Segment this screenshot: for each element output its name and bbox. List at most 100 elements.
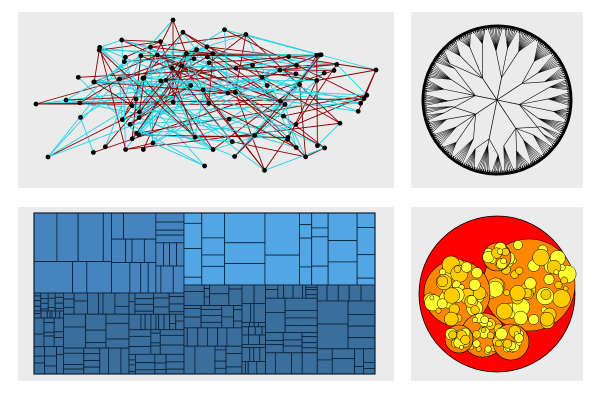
- treemap-cell: [257, 322, 266, 328]
- tree-leaf-link: [433, 61, 455, 69]
- tree-leaf-link: [538, 118, 567, 127]
- tree-leaf-link: [507, 27, 511, 49]
- treemap-cell: [327, 261, 358, 286]
- tree-leaf-link: [541, 126, 562, 138]
- tree-leaf-link: [492, 26, 497, 52]
- treemap-cell: [356, 212, 376, 228]
- tree-leaf-link: [516, 150, 528, 168]
- tree-leaf-link: [470, 148, 476, 170]
- treemap-cell: [248, 326, 256, 336]
- tree-branch: [451, 106, 476, 115]
- secondary-edge: [79, 61, 125, 104]
- graph-node: [78, 114, 83, 120]
- graph-node: [202, 163, 207, 169]
- treemap-cell: [129, 262, 142, 294]
- treemap-cell: [241, 284, 255, 305]
- graph-node: [205, 54, 210, 60]
- tree-leaf-link: [507, 27, 513, 49]
- treemap-cell: [40, 302, 49, 310]
- network-edges: [35, 19, 377, 171]
- treemap-cell: [183, 212, 203, 224]
- secondary-edge: [261, 77, 359, 112]
- tree-leaf-link: [459, 138, 474, 165]
- treemap-cell: [292, 284, 303, 299]
- treemap-cell: [224, 263, 266, 286]
- graph-node: [129, 103, 135, 109]
- treemap-cell: [241, 303, 251, 323]
- tree-leaf-link: [425, 112, 445, 120]
- tree-leaf-link: [475, 28, 483, 44]
- pack-leaf-circle: [435, 307, 442, 314]
- treemap-cell: [197, 327, 208, 347]
- pack-leaf-circle: [524, 277, 537, 290]
- tree-leaf-link: [423, 93, 449, 102]
- network-graph: [33, 17, 379, 173]
- tree-leaf-link: [495, 26, 504, 52]
- treemap-cell: [249, 347, 255, 362]
- tree-branch: [475, 138, 490, 150]
- treemap-panel: [18, 207, 394, 381]
- graph-node: [229, 139, 235, 145]
- tree-leaf-link: [549, 86, 571, 89]
- tree-leaf-link: [523, 139, 538, 163]
- treemap-cell: [154, 353, 167, 364]
- tree-branch: [495, 50, 502, 78]
- tree-leaf-link: [432, 126, 457, 138]
- graph-node: [318, 52, 324, 58]
- circle-packing-panel: [411, 207, 583, 381]
- secondary-edge: [80, 117, 94, 153]
- pack-leaf-circle: [480, 327, 487, 333]
- treemap-cell: [159, 334, 185, 346]
- tree-leaf-link: [549, 82, 570, 88]
- tree-leaf-link: [427, 73, 452, 80]
- treemap-cell: [265, 352, 276, 375]
- treemap-cell: [259, 334, 266, 345]
- treemap-cell: [311, 212, 329, 229]
- tree-leaf-link: [534, 50, 553, 62]
- tree-leaf-link: [549, 84, 570, 88]
- pack-leaf-circle: [513, 240, 523, 250]
- treemap-cell: [125, 238, 133, 263]
- graph-node: [45, 154, 51, 160]
- tree-leaf-link: [482, 27, 484, 44]
- graph-node: [210, 147, 216, 152]
- treemap-cell: [135, 362, 156, 371]
- tree-leaf-link: [553, 111, 570, 116]
- treemap-cell: [248, 334, 261, 345]
- tree-branch: [443, 88, 476, 96]
- graph-node: [293, 122, 299, 127]
- tree-branch: [519, 104, 539, 119]
- tree-leaf-link: [532, 134, 551, 152]
- treemap-cell: [214, 345, 227, 351]
- treemap-cell: [301, 347, 318, 354]
- tree-leaf-link: [453, 138, 474, 161]
- tree-leaf-link: [518, 30, 524, 52]
- tree-leaf-link: [454, 138, 474, 162]
- secondary-edge: [228, 73, 297, 120]
- treemap-cell: [311, 236, 329, 267]
- tree-leaf-link: [423, 106, 452, 108]
- graph-node: [170, 17, 176, 23]
- tree-leaf-link: [423, 88, 444, 90]
- treemap-cell: [40, 298, 49, 304]
- treemap-cell: [33, 362, 46, 375]
- graph-node: [191, 56, 197, 62]
- tree-leaf-link: [523, 139, 544, 158]
- treemap-cell: [311, 227, 329, 238]
- treemap-cell: [63, 313, 87, 328]
- secondary-edge: [35, 85, 191, 105]
- treemap-cell: [327, 240, 358, 263]
- tree-leaf-link: [549, 86, 570, 88]
- treemap-cell: [53, 337, 64, 348]
- pack-leaf-circle: [496, 248, 504, 255]
- treemap-cell: [265, 297, 286, 313]
- tree-branch: [488, 99, 498, 139]
- secondary-edge: [136, 123, 296, 134]
- tree-leaf-link: [540, 126, 560, 141]
- tree-leaf-link: [472, 148, 476, 170]
- treemap-cell: [250, 303, 255, 323]
- treemap-cell: [217, 327, 228, 347]
- treemap-cell: [347, 300, 376, 315]
- graph-node: [314, 78, 320, 83]
- treemap-cell: [228, 284, 243, 290]
